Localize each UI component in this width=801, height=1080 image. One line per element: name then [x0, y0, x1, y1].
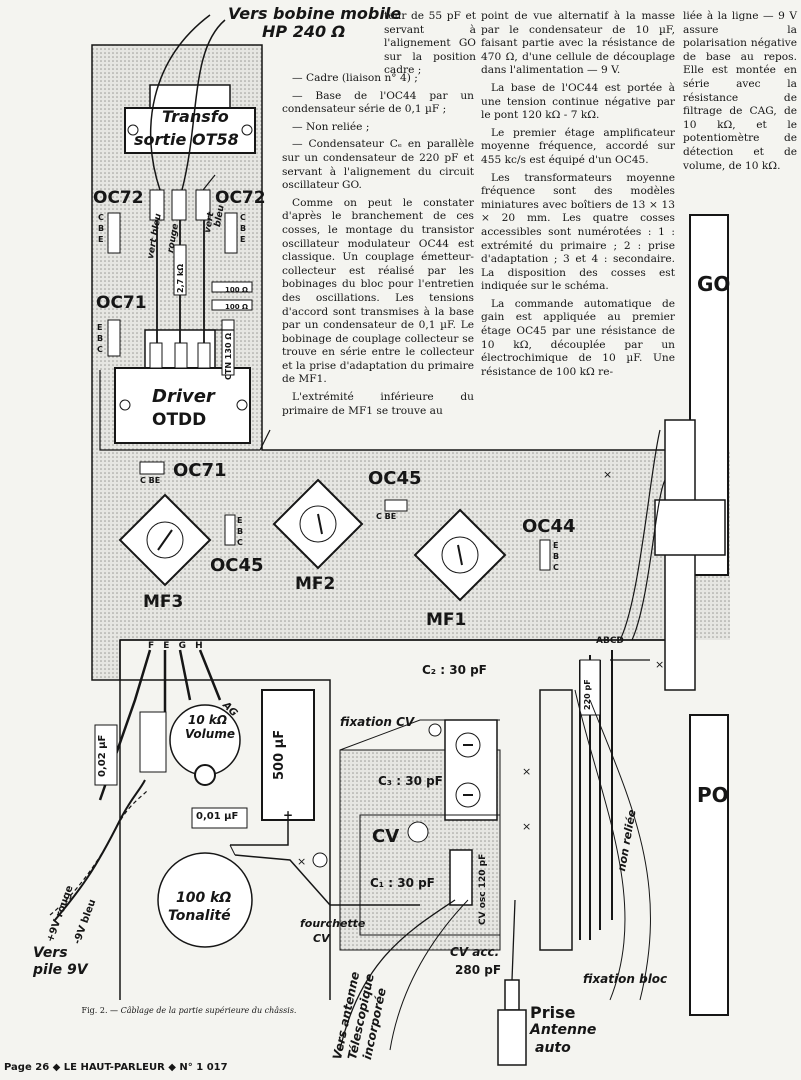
lugs-fegh: F E G H: [148, 641, 206, 651]
driver-label-2: OTDD: [152, 410, 207, 430]
cap-001uf: 0,01 µF: [196, 811, 239, 822]
cap-c3: C₃ : 30 pF: [378, 774, 443, 788]
fixation-cv-label: fixation CV: [340, 715, 415, 729]
prise-label: Prise: [530, 1003, 576, 1022]
cap-plus: +: [283, 808, 294, 822]
cap-cv-acc-value: 280 pF: [455, 963, 502, 977]
page-footer: Page 26 ◆ LE HAUT-PARLEUR ◆ N° 1 017: [4, 1062, 228, 1073]
paragraph: Comme on peut le constater d'après le br…: [282, 196, 474, 386]
paragraph: liée à la ligne — 9 V assure la polarisa…: [683, 10, 797, 172]
figure-caption: Fig. 2. — Câblage de la partie supérieur…: [81, 1006, 297, 1015]
paragraph: — Base de l'OC44 par un condensateur sér…: [282, 89, 474, 116]
driver-label-1: Driver: [152, 386, 215, 407]
svg-text:×: ×: [655, 658, 664, 671]
article-column-2: point de vue alternatif à la masse par l…: [481, 10, 675, 383]
article-column-1: teur de 55 pF et servant à l'alignement …: [384, 10, 476, 82]
volume-value: 10 kΩ: [188, 713, 228, 727]
cap-500uf: 500 µF: [272, 729, 287, 780]
svg-text:×: ×: [297, 855, 306, 868]
mf3-label: MF3: [143, 592, 184, 612]
volume-label: Volume: [185, 727, 235, 741]
mf1-label: MF1: [426, 610, 467, 630]
oc71-bottom-label: OC71: [173, 460, 227, 481]
pins-oc71-bottom: C BE: [140, 476, 161, 485]
pile-9v-label: pile 9V: [33, 962, 88, 978]
resistor-100-b: 100 Ω: [225, 303, 248, 311]
mf2-label: MF2: [295, 574, 336, 594]
cap-cv-osc: CV osc 120 pF: [478, 853, 488, 925]
oc45-top-label: OC45: [368, 468, 422, 489]
speaker-label-2: HP 240 Ω: [262, 22, 346, 41]
oc71-top-label: OC71: [96, 293, 147, 313]
paragraph: La commande automatique de gain est appl…: [481, 297, 675, 378]
cap-c2: C₂ : 30 pF: [422, 663, 487, 677]
antenne-label: Antenne: [530, 1022, 597, 1038]
resistor-100-a: 100 Ω: [225, 286, 248, 294]
transfo-label-1: Transfo: [162, 107, 229, 126]
transfo-label-2: sortie OT58: [134, 130, 239, 149]
speaker-label-1: Vers bobine mobile: [228, 4, 402, 23]
svg-text:×: ×: [522, 820, 531, 833]
go-band-label: GO: [697, 272, 731, 296]
paragraph: — Non reliée ;: [292, 120, 370, 133]
paragraph: Le premier étage amplificateur moyenne f…: [481, 126, 675, 166]
po-band-label: PO: [697, 783, 729, 807]
paragraph: Les transformateurs moyenne fréquence so…: [481, 171, 675, 293]
paragraph: — Condensateur Cₑ en parallèle sur un co…: [282, 138, 474, 192]
paragraph: point de vue alternatif à la masse par l…: [481, 10, 675, 77]
oc72-left-label: OC72: [93, 188, 144, 208]
oc45-left-label: OC45: [210, 555, 264, 576]
auto-label: auto: [535, 1040, 571, 1056]
fixation-bloc-label: fixation bloc: [583, 972, 668, 986]
vers-pile-label: Vers: [33, 945, 68, 961]
cap-cv-acc: CV acc.: [450, 945, 500, 959]
fourchette-label: fourchette: [300, 917, 366, 930]
oc72-right-label: OC72: [215, 188, 266, 208]
fourchette-cv-label: CV: [313, 932, 330, 945]
oc44-label: OC44: [522, 516, 576, 537]
paragraph: La base de l'OC44 est portée à une tensi…: [481, 81, 675, 122]
paragraph: — Cadre (liaison n° 4) ;: [292, 72, 418, 84]
cap-220pf: 220 pF: [583, 679, 592, 710]
article-column-1-lower: — Cadre (liaison n° 4) ; — Base de l'OC4…: [282, 72, 474, 422]
paragraph: teur de 55 pF et servant à l'alignement …: [384, 10, 476, 77]
paragraph: L'extrémité inférieure du primaire de MF…: [282, 391, 474, 417]
resistor-ctn: CTN 130 Ω: [224, 332, 233, 380]
cap-c1: C₁ : 30 pF: [370, 876, 435, 890]
resistor-2k7: 2,7 kΩ: [176, 263, 185, 293]
cap-002uf: 0,02 µF: [97, 734, 108, 777]
lugs-abcd: ABCD: [596, 636, 624, 646]
svg-text:×: ×: [522, 765, 531, 778]
cv-label: CV: [372, 826, 400, 847]
tonalite-value: 100 kΩ: [176, 890, 232, 906]
pins-oc45-top: C BE: [376, 512, 397, 521]
article-column-3: liée à la ligne — 9 V assure la polarisa…: [683, 10, 797, 177]
svg-text:×: ×: [603, 468, 612, 481]
tonalite-label: Tonalité: [168, 908, 231, 924]
